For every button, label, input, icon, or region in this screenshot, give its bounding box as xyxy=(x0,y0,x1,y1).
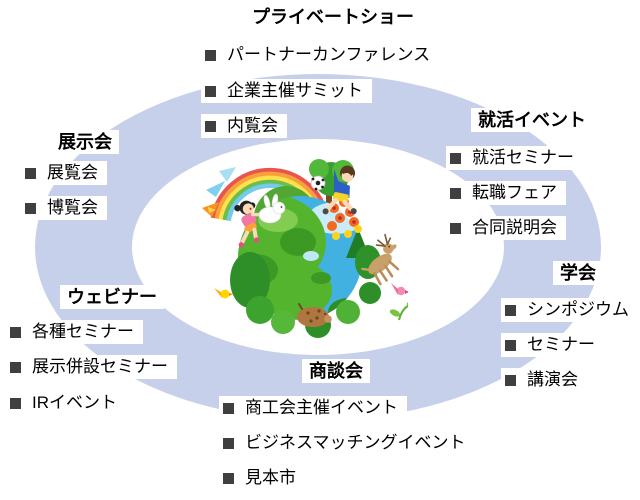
bullet-square-icon xyxy=(205,120,216,132)
bullet-square-icon xyxy=(223,437,234,449)
list-item-label: セミナー xyxy=(527,335,595,354)
list-item: ビジネスマッチングイベント xyxy=(219,431,475,455)
list-item: パートナーカンファレンス xyxy=(201,43,440,67)
section-title-private-show: プライベートショー xyxy=(245,5,421,29)
bullet-square-icon xyxy=(505,374,516,386)
bullet-square-icon xyxy=(10,361,21,373)
list-item: IRイベント xyxy=(6,391,126,415)
list-item: シンポジウム xyxy=(501,298,638,322)
list-item: 博覧会 xyxy=(21,196,107,220)
list-item: 企業主催サミット xyxy=(201,79,372,103)
yellow-bird-icon xyxy=(214,288,233,299)
bullet-square-icon xyxy=(223,472,234,484)
deer-icon xyxy=(361,233,400,286)
sprout-icon xyxy=(389,299,408,321)
bullet-square-icon xyxy=(450,222,461,234)
list-item-label: IRイベント xyxy=(32,393,117,412)
list-item: 講演会 xyxy=(501,368,587,392)
bullet-square-icon xyxy=(505,304,516,316)
list-item-label: 就活セミナー xyxy=(472,148,574,167)
orange-bird-icon xyxy=(202,202,219,217)
section-title-webinar: ウェビナー xyxy=(60,285,164,309)
bullet-square-icon xyxy=(450,152,461,164)
bullet-square-icon xyxy=(25,167,36,179)
list-item: 合同説明会 xyxy=(446,216,566,240)
bullet-square-icon xyxy=(10,326,21,338)
section-title-academic-conference: 学会 xyxy=(553,261,603,285)
section-title-job-hunting-events: 就活イベント xyxy=(471,108,593,132)
list-item: 展示併設セミナー xyxy=(6,355,177,379)
list-item: 各種セミナー xyxy=(6,320,143,344)
list-item-label: 企業主催サミット xyxy=(227,81,363,100)
blue-birds-icon xyxy=(206,167,236,197)
list-item: 内覧会 xyxy=(201,114,287,138)
earth-illustration xyxy=(202,159,408,338)
bullet-square-icon xyxy=(205,85,216,97)
soccer-ball-icon xyxy=(310,175,326,191)
list-item: 展覧会 xyxy=(21,161,107,185)
list-item: 商工会主催イベント xyxy=(219,396,407,420)
list-item: セミナー xyxy=(501,333,604,357)
bullet-square-icon xyxy=(25,202,36,214)
bullet-square-icon xyxy=(450,187,461,199)
section-title-business-meeting: 商談会 xyxy=(302,359,370,383)
list-item-label: 商工会主催イベント xyxy=(245,398,398,417)
pink-bird-icon xyxy=(391,283,408,296)
section-title-exhibition: 展示会 xyxy=(51,130,119,154)
list-item-label: 合同説明会 xyxy=(472,218,557,237)
list-item: 見本市 xyxy=(219,466,305,490)
list-item-label: ビジネスマッチングイベント xyxy=(245,433,466,452)
list-item-label: パートナーカンファレンス xyxy=(227,45,431,64)
list-item-label: 展覧会 xyxy=(47,163,98,182)
bullet-square-icon xyxy=(10,397,21,409)
list-item-label: 内覧会 xyxy=(227,116,278,135)
rabbit-icon xyxy=(258,193,286,224)
list-item-label: 転職フェア xyxy=(472,183,557,202)
list-item-label: 各種セミナー xyxy=(32,322,134,341)
list-item: 転職フェア xyxy=(446,181,566,205)
list-item-label: 博覧会 xyxy=(47,198,98,217)
bullet-square-icon xyxy=(505,339,516,351)
list-item-label: 講演会 xyxy=(527,370,578,389)
bullet-square-icon xyxy=(223,402,234,414)
boy-icon xyxy=(322,165,357,215)
list-item-label: 見本市 xyxy=(245,468,296,487)
list-item: 就活セミナー xyxy=(446,146,583,170)
boar-icon xyxy=(297,303,332,327)
list-item-label: シンポジウム xyxy=(527,300,629,319)
bullet-square-icon xyxy=(205,49,216,61)
list-item-label: 展示併設セミナー xyxy=(32,357,168,376)
